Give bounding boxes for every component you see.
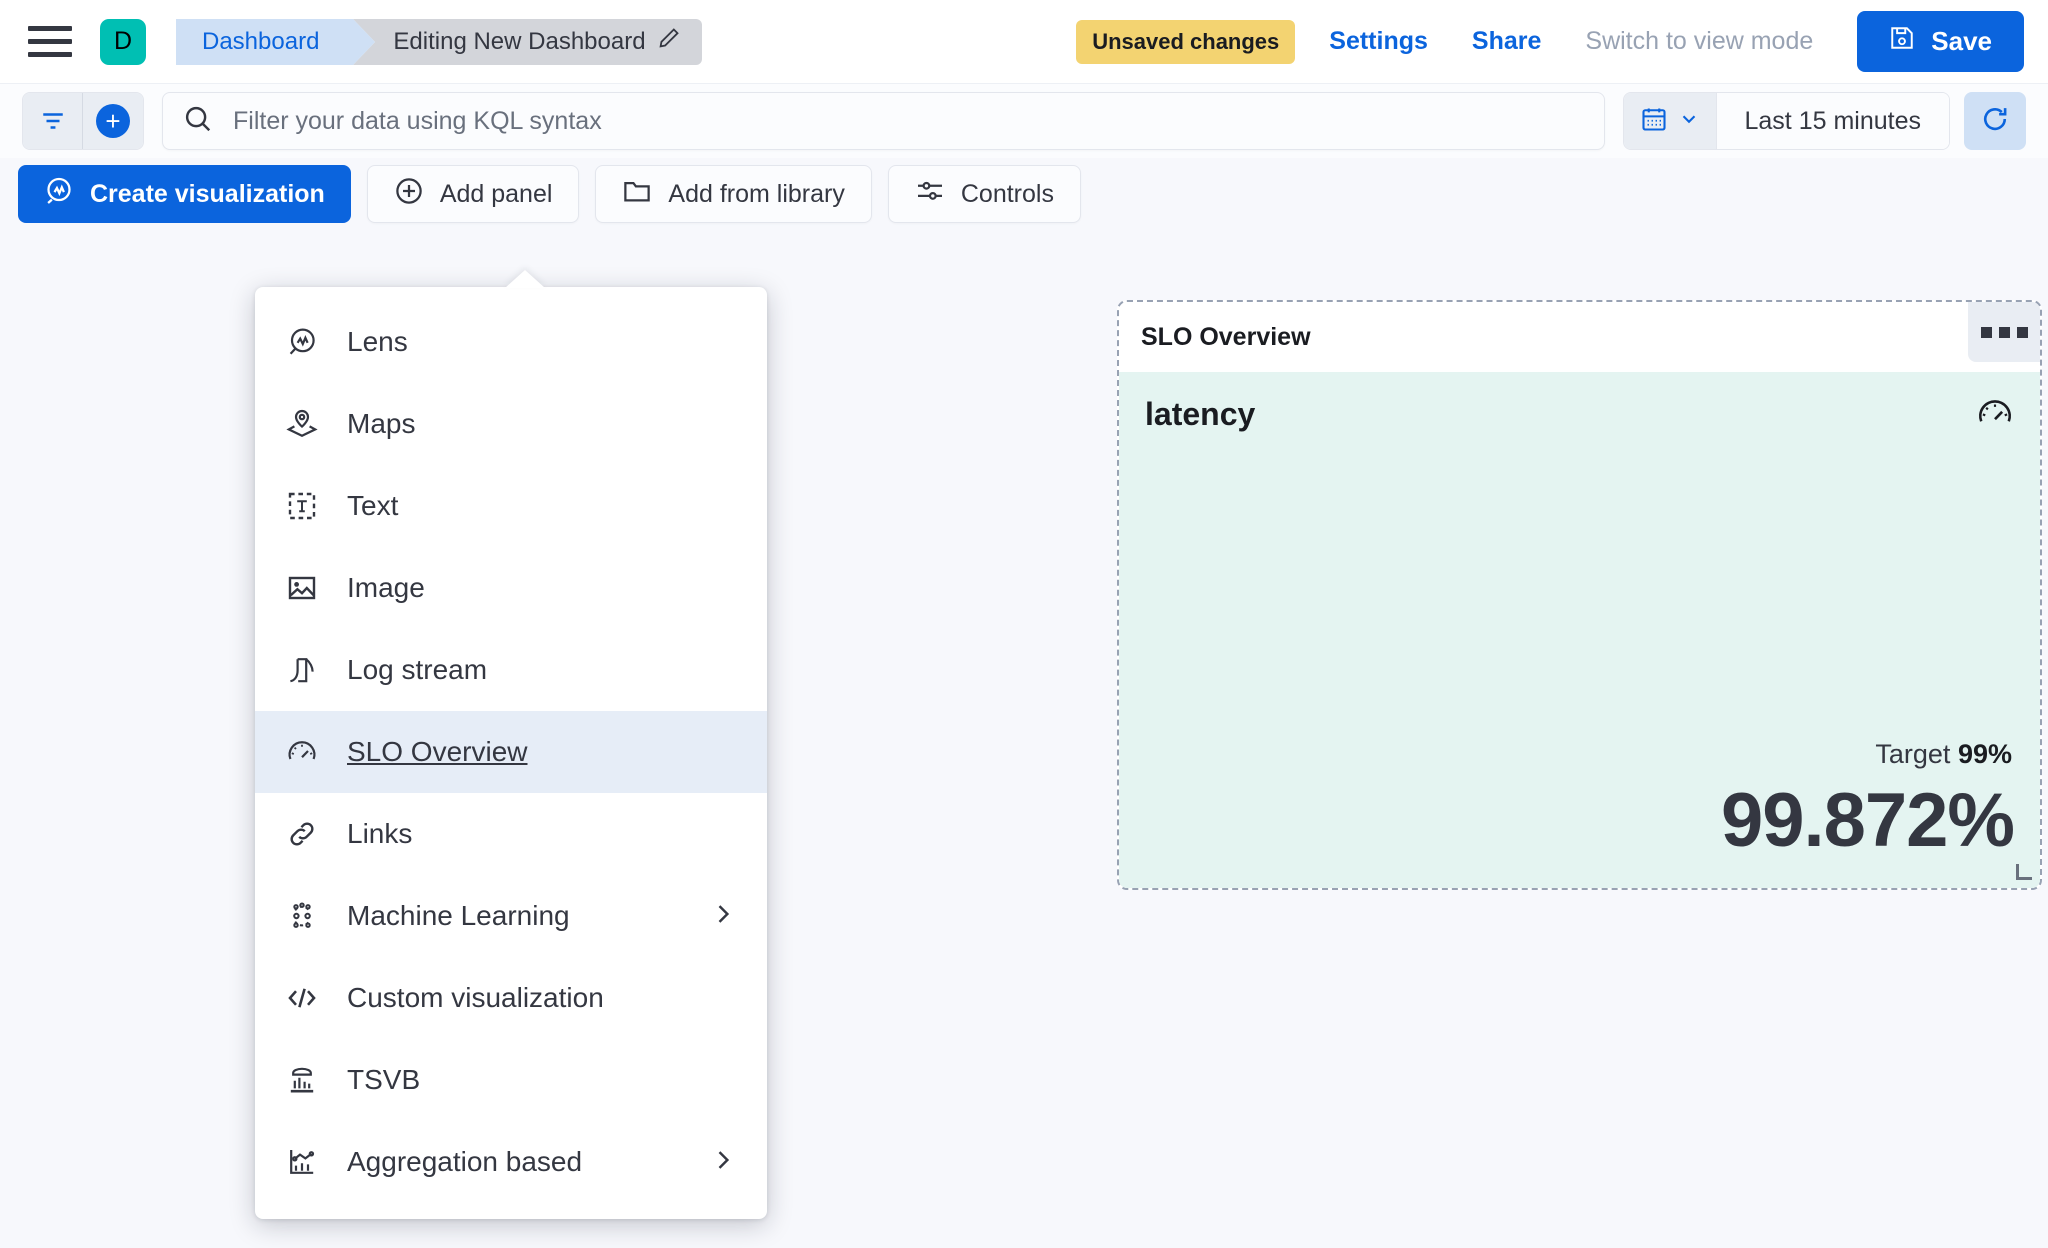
- save-button-label: Save: [1931, 26, 1992, 56]
- slo-target-value: 99%: [1957, 739, 2012, 769]
- create-visualization-button[interactable]: Create visualization: [18, 165, 351, 223]
- slo-overview-panel[interactable]: SLO Overview latency Target 99% 99.872%: [1117, 300, 2042, 890]
- slo-name: latency: [1145, 396, 1256, 432]
- menu-item-label: Lens: [347, 326, 408, 357]
- gauge-icon: [285, 735, 319, 769]
- pencil-icon[interactable]: [658, 27, 680, 56]
- header-actions: Unsaved changes Settings Share Switch to…: [1076, 11, 2048, 72]
- add-panel-button[interactable]: Add panel: [366, 165, 580, 223]
- status-badge-unsaved: Unsaved changes: [1076, 19, 1296, 64]
- menu-item-label: Aggregation based: [347, 1146, 583, 1177]
- menu-item-label: Maps: [347, 408, 416, 439]
- controls-button[interactable]: Controls: [887, 165, 1081, 223]
- panel-header: SLO Overview: [1119, 302, 2040, 372]
- menu-item-label: Links: [347, 818, 413, 849]
- menu-item-label: Text: [347, 490, 399, 521]
- breadcrumb-dashboard-label: Dashboard: [202, 27, 320, 55]
- add-panel-menu: Lens Maps Text: [255, 270, 767, 1219]
- lens-icon: [285, 325, 319, 359]
- menu-item-links[interactable]: Links: [255, 793, 767, 875]
- plus-circle-icon: [394, 176, 424, 213]
- slo-panel-body: latency Target 99% 99.872%: [1119, 372, 2040, 888]
- menu-item-label: SLO Overview: [347, 736, 528, 767]
- breadcrumb: Dashboard Editing New Dashboard: [176, 18, 702, 65]
- aggregation-chart-icon: [285, 1145, 319, 1179]
- breadcrumb-item-dashboard[interactable]: Dashboard: [176, 18, 376, 65]
- controls-label: Controls: [960, 179, 1054, 208]
- settings-link[interactable]: Settings: [1329, 27, 1428, 55]
- code-icon: [285, 981, 319, 1015]
- top-header: D Dashboard Editing New Dashboard Unsave…: [0, 0, 2048, 84]
- menu-item-label: Image: [347, 572, 425, 603]
- machine-learning-icon: [285, 899, 319, 933]
- create-visualization-label: Create visualization: [90, 179, 325, 208]
- search-input-wrapper[interactable]: [162, 92, 1605, 150]
- query-bar: + Last 15 minutes: [0, 84, 2048, 158]
- refresh-button[interactable]: [1964, 92, 2026, 150]
- plus-circle-icon: +: [96, 104, 130, 138]
- slo-target: Target 99%: [1875, 739, 2012, 770]
- menu-item-label: Machine Learning: [347, 900, 570, 931]
- menu-item-text[interactable]: Text: [255, 465, 767, 547]
- filter-icon[interactable]: [23, 93, 83, 149]
- menu-arrow: [505, 270, 545, 288]
- avatar[interactable]: D: [100, 18, 146, 65]
- search-icon: [183, 104, 213, 139]
- share-link[interactable]: Share: [1471, 27, 1542, 55]
- add-filter-button[interactable]: +: [83, 93, 143, 149]
- floppy-disk-icon: [1889, 25, 1915, 58]
- date-quick-select-button[interactable]: [1623, 93, 1717, 149]
- dashboard-canvas: Lens Maps Text: [0, 230, 2048, 1248]
- menu-item-lens[interactable]: Lens: [255, 301, 767, 383]
- chevron-down-icon: [1678, 108, 1700, 135]
- menu-item-label: Log stream: [347, 654, 488, 685]
- chevron-right-icon: [709, 900, 737, 933]
- breadcrumb-current-label: Editing New Dashboard: [393, 27, 646, 55]
- menu-item-log-stream[interactable]: Log stream: [255, 629, 767, 711]
- hamburger-icon[interactable]: [28, 23, 72, 61]
- avatar-letter: D: [113, 27, 133, 55]
- map-marker-layers-icon: [285, 407, 319, 441]
- add-from-library-button[interactable]: Add from library: [595, 165, 872, 223]
- slo-target-label: Target: [1875, 739, 1951, 769]
- calendar-icon: [1640, 105, 1668, 138]
- chevron-right-icon: [709, 1146, 737, 1179]
- menu-item-label: TSVB: [347, 1064, 421, 1095]
- folder-icon: [622, 176, 652, 213]
- menu-item-tsvb[interactable]: TSVB: [255, 1039, 767, 1121]
- tsvb-chart-icon: [285, 1063, 319, 1097]
- text-box-icon: [285, 489, 319, 523]
- menu-item-machine-learning[interactable]: Machine Learning: [255, 875, 767, 957]
- dashboard-toolbar: Create visualization Add panel Add from …: [0, 158, 2048, 230]
- image-icon: [285, 571, 319, 605]
- lens-icon: [44, 176, 74, 213]
- log-stream-icon: [285, 653, 319, 687]
- gauge-icon: [1976, 394, 2014, 437]
- menu-item-label: Custom visualization: [347, 982, 604, 1013]
- panel-context-menu-icon[interactable]: [1968, 302, 2040, 362]
- filter-controls-group: +: [22, 92, 144, 150]
- add-panel-label: Add panel: [439, 179, 553, 208]
- menu-item-image[interactable]: Image: [255, 547, 767, 629]
- menu-item-aggregation-based[interactable]: Aggregation based: [255, 1121, 767, 1203]
- save-button[interactable]: Save: [1857, 11, 2024, 72]
- switch-to-view-mode-link[interactable]: Switch to view mode: [1585, 27, 1814, 55]
- search-input[interactable]: [233, 106, 1584, 136]
- date-range-group: Last 15 minutes: [1622, 92, 1950, 150]
- slo-current-value: 99.872%: [1720, 778, 2015, 863]
- refresh-icon: [1980, 104, 2010, 139]
- add-from-library-label: Add from library: [668, 179, 845, 208]
- sliders-icon: [915, 176, 945, 213]
- date-range-value[interactable]: Last 15 minutes: [1716, 93, 1949, 149]
- menu-item-maps[interactable]: Maps: [255, 383, 767, 465]
- link-icon: [285, 817, 319, 851]
- breadcrumb-item-current[interactable]: Editing New Dashboard: [353, 18, 702, 65]
- menu-item-slo-overview[interactable]: SLO Overview: [255, 711, 767, 793]
- resize-handle-icon[interactable]: [2016, 864, 2032, 880]
- menu-item-custom-visualization[interactable]: Custom visualization: [255, 957, 767, 1039]
- panel-title: SLO Overview: [1141, 322, 1311, 351]
